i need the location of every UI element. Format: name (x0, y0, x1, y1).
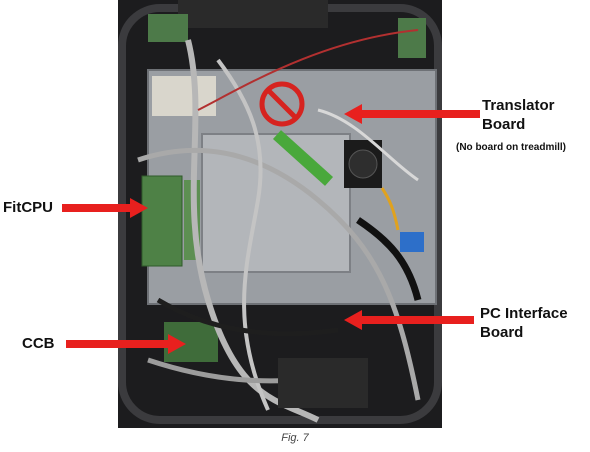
pc-interface-board-label: PC Interface Board (480, 304, 568, 342)
top-strip (178, 0, 328, 28)
translator-label-line2: Board (482, 116, 526, 133)
pc-interface-label-line1: PC Interface (480, 305, 568, 322)
top-left-board (148, 14, 188, 42)
fitcpu-label: FitCPU (3, 199, 53, 216)
cable-white (317, 108, 419, 182)
translator-board-label: Translator Board (482, 96, 555, 134)
cable-yellow (380, 187, 400, 231)
fitcpu-board (141, 175, 183, 267)
arrow-translator (344, 104, 480, 124)
blue-connector (400, 232, 424, 252)
fan-blades (348, 149, 378, 179)
arrow-fitcpu (62, 198, 148, 218)
pc-interface-label-line2: Board (480, 324, 524, 341)
figure-caption: Fig. 7 (281, 432, 309, 444)
translator-label-line1: Translator (482, 97, 555, 114)
no-board-icon (259, 81, 305, 127)
plate-sticker (152, 76, 216, 116)
lower-bracket (278, 358, 368, 408)
cable-red (197, 29, 419, 111)
cable-black-lower (156, 297, 339, 337)
arrow-pc-interface (344, 310, 474, 330)
green-tape (272, 130, 334, 186)
translator-note: (No board on treadmill) (456, 142, 566, 153)
cable-gray-3 (216, 58, 270, 411)
arrow-ccb (66, 334, 186, 354)
electronics-photo (118, 0, 442, 428)
cable-black-thick (356, 217, 422, 301)
cable-gray-1 (185, 39, 320, 423)
ccb-label: CCB (22, 335, 55, 352)
top-right-board (398, 18, 426, 58)
